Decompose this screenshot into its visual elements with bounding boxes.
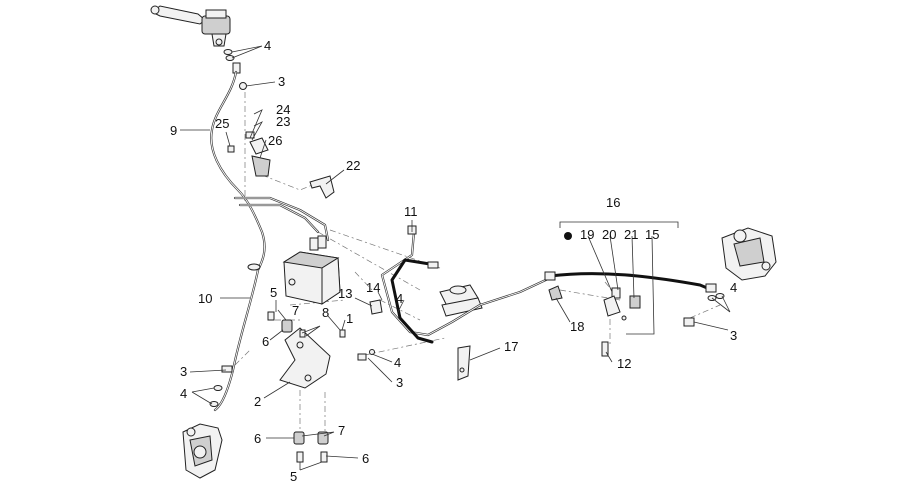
callout-1: 1 xyxy=(346,311,353,326)
callout-4: 4 xyxy=(730,280,737,295)
rear-hose-to-abs xyxy=(380,225,552,344)
rear-brake-hose xyxy=(544,271,717,293)
callout-11: 11 xyxy=(404,204,418,219)
callout-3: 3 xyxy=(396,375,403,390)
bolt-front-caliper xyxy=(221,365,233,373)
callout-labels: 4 3 9 24 25 23 26 22 11 10 5 7 6 8 1 13 … xyxy=(170,38,737,483)
callout-6: 6 xyxy=(254,431,261,446)
callout-4: 4 xyxy=(394,355,401,370)
callout-8: 8 xyxy=(322,305,329,320)
rear-hose-fittings xyxy=(601,287,641,357)
callout-7: 7 xyxy=(338,423,345,438)
callout-17: 17 xyxy=(504,339,518,354)
callout-7: 7 xyxy=(292,303,299,318)
callout-3: 3 xyxy=(180,364,187,379)
callout-6: 6 xyxy=(362,451,369,466)
callout-4: 4 xyxy=(264,38,271,53)
callout-10: 10 xyxy=(198,291,212,306)
callout-12: 12 xyxy=(617,356,631,371)
front-hose-lower xyxy=(213,263,261,412)
callout-24: 24 xyxy=(276,102,290,117)
callout-5: 5 xyxy=(270,285,277,300)
callout-2: 2 xyxy=(254,394,261,409)
callout-19: 19 xyxy=(580,227,594,242)
callout-9: 9 xyxy=(170,123,177,138)
rear-master-cylinder xyxy=(439,284,483,317)
pressure-switch-bracket xyxy=(227,131,271,177)
hose-clamp-13 xyxy=(369,299,383,315)
callout-14: 14 xyxy=(366,280,380,295)
kit-marker xyxy=(564,232,572,240)
callout-5: 5 xyxy=(290,469,297,483)
callout-3: 3 xyxy=(730,328,737,343)
washer-pair-front-caliper xyxy=(209,385,223,407)
callout-25: 25 xyxy=(215,116,229,131)
front-hose-upper xyxy=(210,70,266,272)
callout-23: 23 xyxy=(276,114,290,129)
front-brake-lever-assembly xyxy=(150,5,231,47)
callout-leader-lines xyxy=(180,45,731,471)
hose-bracket-17 xyxy=(457,345,471,381)
bolt-rear-caliper xyxy=(683,317,695,327)
hose-bundle-to-abs xyxy=(233,196,330,242)
callout-4: 4 xyxy=(180,386,187,401)
callout-16: 16 xyxy=(606,195,620,210)
callout-15: 15 xyxy=(645,227,659,242)
rear-brake-caliper xyxy=(721,227,777,281)
callout-6: 6 xyxy=(262,334,269,349)
abs-control-unit xyxy=(282,235,341,305)
front-brake-caliper xyxy=(182,423,223,479)
callout-18: 18 xyxy=(570,319,584,334)
grommet-18 xyxy=(548,285,563,301)
hose-clip-bracket xyxy=(309,175,335,199)
washer-pair-top xyxy=(223,49,235,61)
callout-26: 26 xyxy=(268,133,282,148)
callout-20: 20 xyxy=(602,227,616,242)
assembly-guide-lines xyxy=(234,92,721,440)
callout-21: 21 xyxy=(624,227,638,242)
callout-22: 22 xyxy=(346,158,360,173)
washer-pair-rear-caliper xyxy=(707,293,725,301)
screw-set xyxy=(267,311,375,463)
callout-3: 3 xyxy=(278,74,285,89)
callout-4: 4 xyxy=(396,291,403,306)
callout-13: 13 xyxy=(338,286,352,301)
